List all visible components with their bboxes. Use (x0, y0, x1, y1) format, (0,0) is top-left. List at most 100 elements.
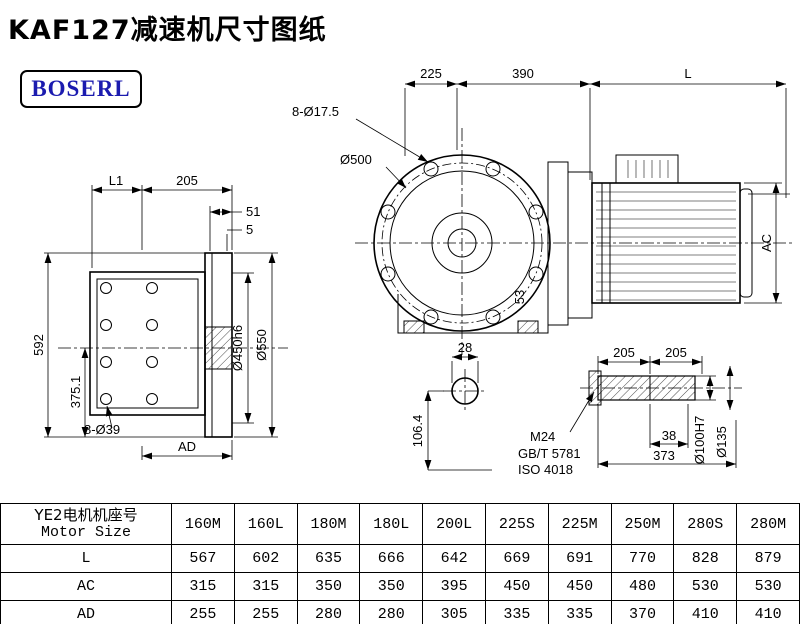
dim-housing-bolt-holes: 8-Ø39 (84, 422, 120, 437)
dim-value-cell: 315 (233, 572, 298, 601)
dim-205-b: 205 (665, 345, 687, 360)
dim-38: 38 (662, 428, 676, 443)
standard-iso: ISO 4018 (518, 462, 573, 477)
standard-gb: GB/T 5781 (518, 446, 581, 461)
dim-28: 28 (458, 340, 472, 355)
dim-value-cell: 255 (233, 600, 298, 624)
column-header: 180M (296, 503, 361, 545)
dim-value-cell: 305 (422, 600, 486, 624)
flange-outer-circle (373, 154, 551, 332)
dim-value-cell: 315 (171, 572, 235, 601)
dim-value-cell: 350 (296, 572, 361, 601)
shaft-end-centerlines (443, 369, 487, 413)
dim-value-cell: 255 (171, 600, 235, 624)
dim-value-cell: 370 (610, 600, 675, 624)
column-header: 250M (610, 503, 675, 545)
dim-bolt-circle: Ø500 (340, 152, 372, 167)
dim-592: 592 (31, 334, 46, 356)
dim-flange-bolt-holes: 8-Ø17.5 (292, 104, 339, 119)
dim-373: 373 (653, 448, 675, 463)
base-foot-left (403, 320, 425, 334)
dim-L1: L1 (109, 173, 123, 188)
dim-value-cell: 530 (736, 572, 800, 601)
housing-bolt-holes (100, 282, 158, 405)
dim-value-cell: 879 (736, 544, 800, 573)
dim-value-cell: 280 (359, 600, 424, 624)
dim28-extensions (451, 361, 479, 383)
dim-106-4: 106.4 (410, 415, 425, 448)
dim-5: 5 (246, 222, 253, 237)
front-view: 225 390 L 8-Ø17.5 Ø500 AC 53 (292, 66, 792, 355)
column-header: 180L (359, 503, 424, 545)
dim-value-cell: 350 (359, 572, 424, 601)
dim-hub-od: Ø135 (714, 426, 729, 458)
dim373-extensions (597, 404, 737, 468)
row-label: AD (0, 600, 172, 624)
dim-53: 53 (512, 290, 527, 304)
shaft-section (597, 375, 696, 401)
flange-dia-extensions (232, 252, 278, 438)
dim-450h6: Ø450h6 (230, 325, 245, 371)
dim-value-cell: 635 (296, 544, 361, 573)
dim-550: Ø550 (254, 329, 269, 361)
dim-value-cell: 450 (547, 572, 612, 601)
motor-fan-cover (739, 188, 753, 298)
dim-225: 225 (420, 66, 442, 81)
terminal-box (615, 154, 679, 184)
dim-51: 51 (246, 204, 260, 219)
dim-value-cell: 280 (296, 600, 361, 624)
dim-value-cell: 410 (736, 600, 800, 624)
adapter-housing (547, 161, 569, 326)
logo: BOSERL (20, 70, 142, 108)
dim-375: 375.1 (68, 376, 83, 409)
hub-circle (431, 212, 493, 274)
dim-value-cell: 335 (547, 600, 612, 624)
page-title: KAF127减速机尺寸图纸 (8, 15, 327, 46)
side-view: L1 205 51 5 592 375.1 Ø450h6 Ø550 8-Ø39 … (31, 173, 288, 460)
bolt-circle (381, 162, 543, 324)
dim-value-cell: 770 (610, 544, 675, 573)
column-header: 160M (171, 503, 235, 545)
column-header: 225M (547, 503, 612, 545)
dim-value-cell: 828 (673, 544, 738, 573)
technical-drawing: 225 390 L 8-Ø17.5 Ø500 AC 53 (31, 66, 792, 477)
dim-value-cell: 666 (359, 544, 424, 573)
dim-AD: AD (178, 439, 196, 454)
dim-value-cell: 602 (233, 544, 298, 573)
housing-inner-face (96, 278, 199, 409)
dim-L: L (684, 66, 691, 81)
column-header: 200L (422, 503, 486, 545)
dim-value-cell: 530 (673, 572, 738, 601)
dim-value-cell: 669 (484, 544, 549, 573)
dim-value-cell: 395 (422, 572, 486, 601)
height-extensions (44, 252, 205, 438)
dim-390: 390 (512, 66, 534, 81)
column-header: 280M (736, 503, 800, 545)
dim-value-cell: 335 (484, 600, 549, 624)
shaft-bore-circle (447, 228, 477, 258)
flange-bolt-holes (380, 161, 544, 325)
top-extension-lines (404, 88, 790, 198)
thread-callout: M24 (530, 429, 555, 444)
spigot-circle (389, 170, 535, 316)
column-header: 225S (484, 503, 549, 545)
flange-thickness-extensions (209, 206, 242, 251)
column-header: 280S (673, 503, 738, 545)
dim-value-cell: 450 (484, 572, 549, 601)
motor-cooling-fins (596, 191, 736, 301)
dim-205-a: 205 (613, 345, 635, 360)
dim-bore: Ø100H7 (692, 416, 707, 464)
dim-value-cell: 691 (547, 544, 612, 573)
motor-flange-lines (601, 183, 611, 303)
top-extensions (91, 185, 233, 268)
hollow-shaft-detail: 205 205 38 373 M24 GB/T 5781 ISO 4018 Ø1… (518, 345, 742, 477)
base-foot-right (517, 320, 539, 334)
dim-205: 205 (176, 173, 198, 188)
